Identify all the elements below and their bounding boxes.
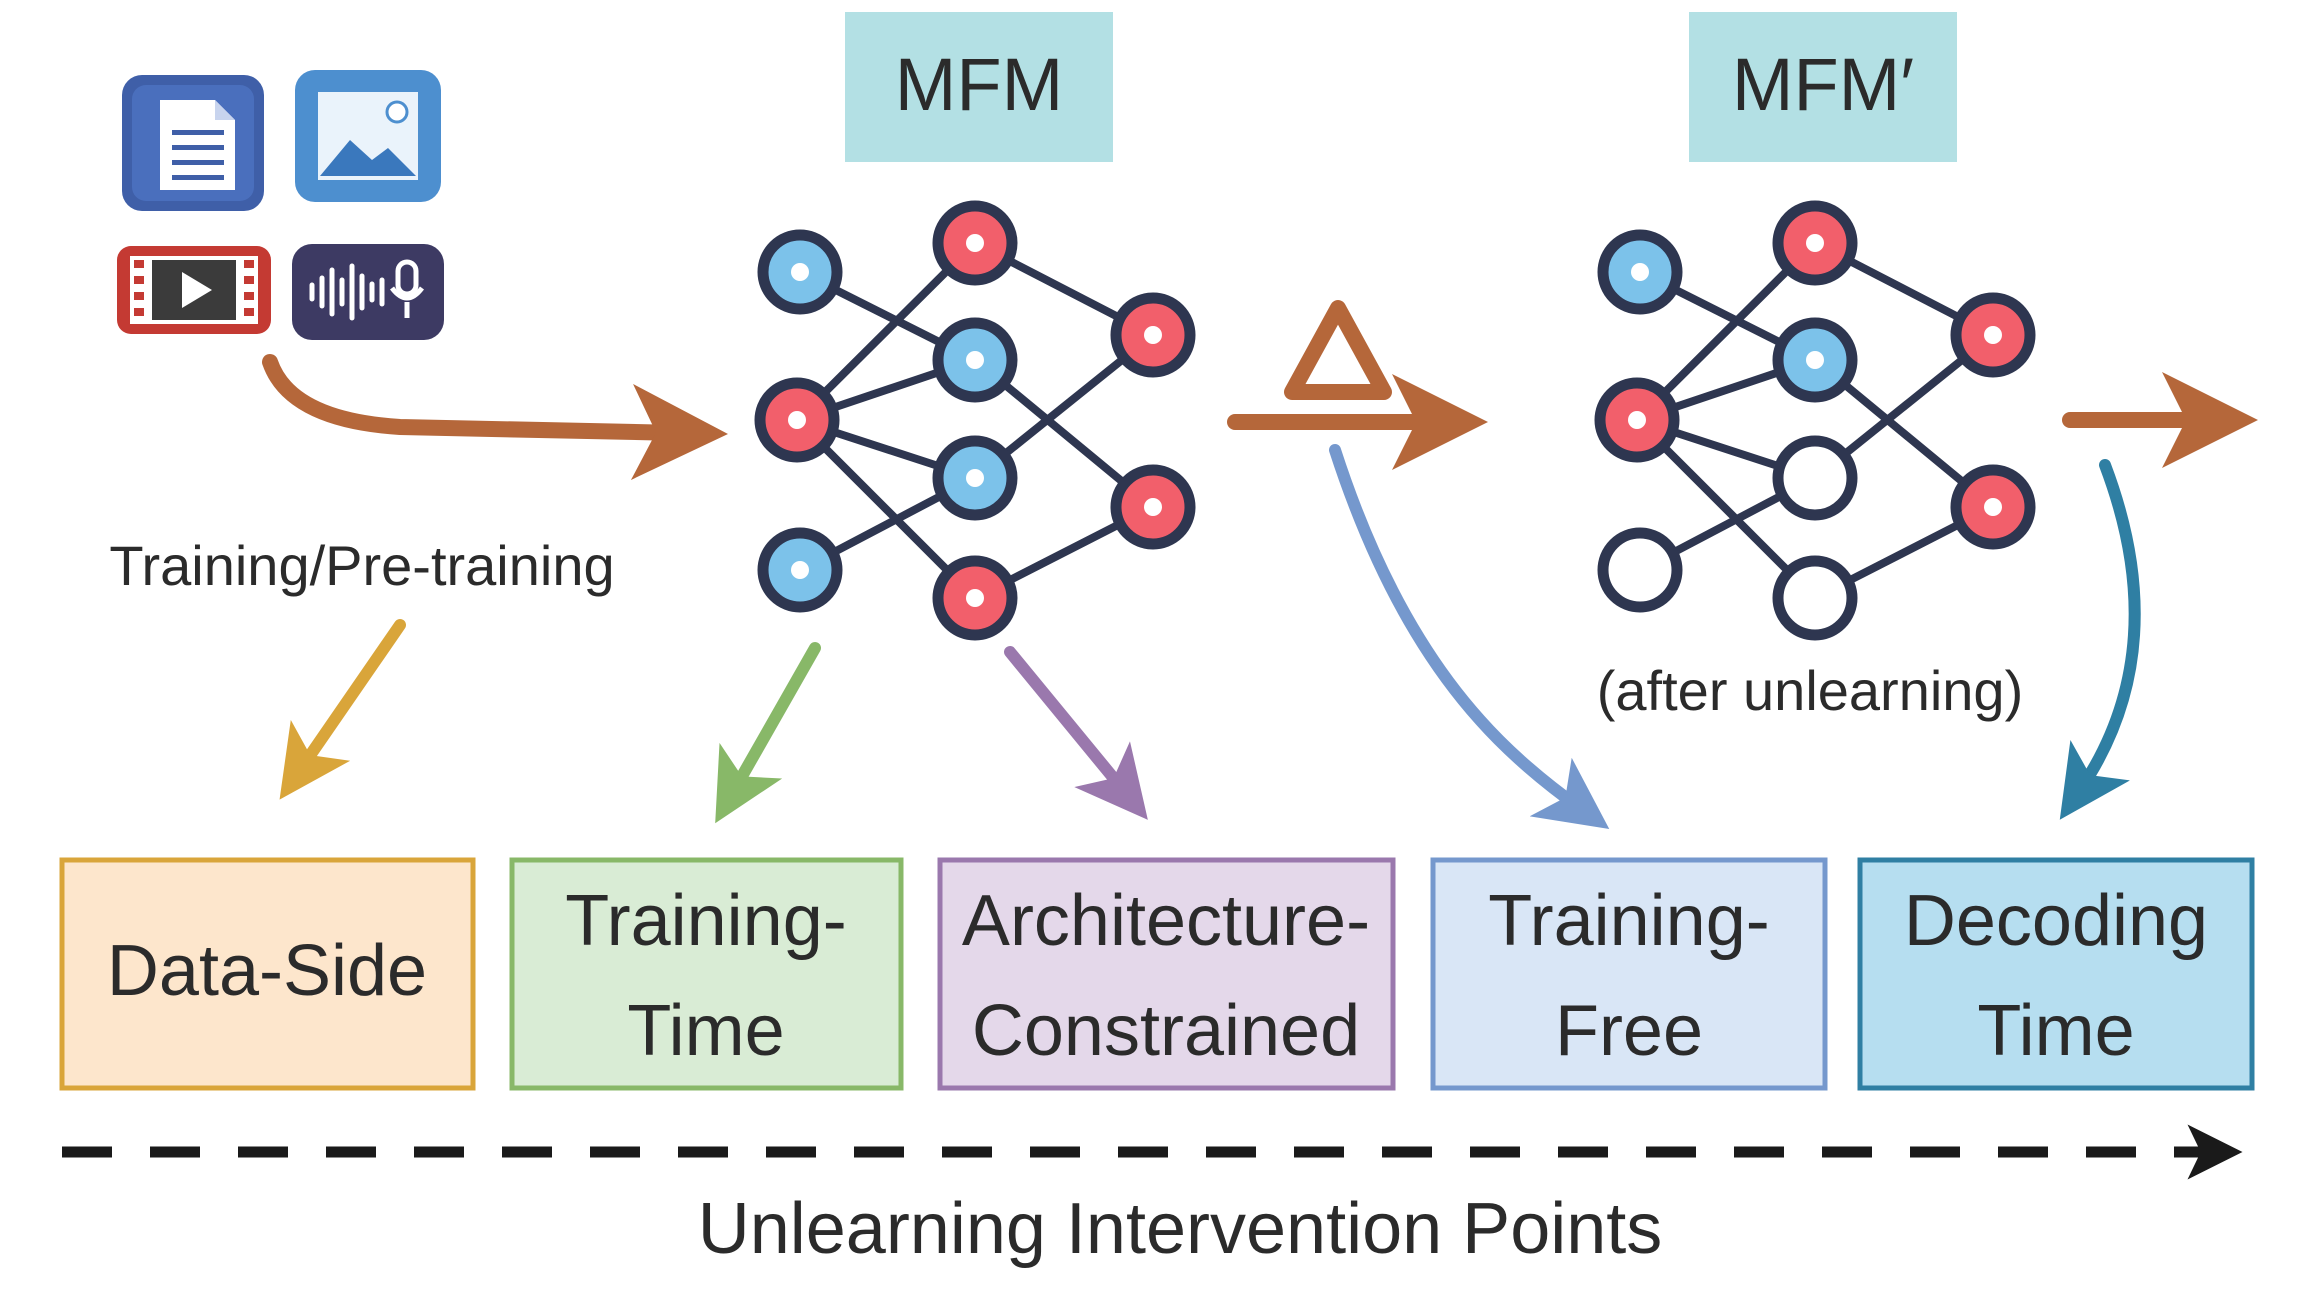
input-flow-arrow: [262, 354, 728, 480]
red-node: [932, 555, 1018, 641]
after-unlearning-caption: (after unlearning): [1597, 659, 2023, 722]
blue-node: [1597, 229, 1683, 315]
training-time-arrow: [715, 642, 821, 824]
category-training-time: Training- Time: [509, 857, 904, 1091]
blue-node: [932, 317, 1018, 403]
mfm-prime-label-box: MFM′: [1689, 12, 1957, 162]
category-training-free: Training- Free: [1430, 857, 1828, 1091]
category-label: Data-Side: [107, 931, 427, 1011]
category-label: Time: [1977, 991, 2134, 1071]
mfm-label-box: MFM: [845, 12, 1113, 162]
category-label: Training-: [565, 881, 846, 961]
decoding-time-arrow: [2059, 459, 2141, 820]
training-label: Training/Pre-training: [109, 534, 614, 597]
delta-triangle: [1284, 300, 1392, 400]
red-node: [1110, 292, 1196, 378]
category-label: Free: [1555, 991, 1703, 1071]
document-icon: [122, 75, 264, 211]
removed-node: [1772, 555, 1858, 641]
data-side-arrow: [279, 619, 406, 800]
mfm-label: MFM: [895, 43, 1064, 126]
category-decoding-time: Decoding Time: [1857, 857, 2255, 1091]
unlearned-network: [1634, 239, 1996, 602]
blue-node: [757, 229, 843, 315]
mfm-prime-label: MFM′: [1732, 43, 1914, 126]
red-node: [1950, 292, 2036, 378]
category-label: Training-: [1488, 881, 1769, 961]
category-label: Architecture-: [962, 881, 1370, 961]
red-node: [1110, 464, 1196, 550]
unlearned-network-nodes: [1594, 200, 2036, 641]
audio-icon: [292, 244, 444, 340]
image-icon: [295, 70, 441, 202]
removed-node: [1597, 527, 1683, 613]
red-node: [1772, 200, 1858, 286]
category-label: Constrained: [972, 991, 1360, 1071]
red-node: [754, 377, 840, 463]
original-network: [794, 239, 1156, 602]
video-icon: [117, 246, 271, 334]
blue-node: [1772, 317, 1858, 403]
original-network-nodes: [754, 200, 1196, 641]
blue-node: [932, 435, 1018, 521]
architecture-arrow: [1004, 646, 1148, 820]
red-node: [1950, 464, 2036, 550]
training-free-arrow: [1329, 444, 1610, 829]
category-data-side: Data-Side: [59, 857, 476, 1091]
timeline-label: Unlearning Intervention Points: [698, 1189, 1663, 1269]
red-node: [932, 200, 1018, 286]
red-node: [1594, 377, 1680, 463]
blue-node: [757, 527, 843, 613]
category-label: Decoding: [1904, 881, 2208, 961]
category-architecture-constrained: Architecture- Constrained: [937, 857, 1396, 1091]
category-label: Time: [627, 991, 784, 1071]
removed-node: [1772, 435, 1858, 521]
